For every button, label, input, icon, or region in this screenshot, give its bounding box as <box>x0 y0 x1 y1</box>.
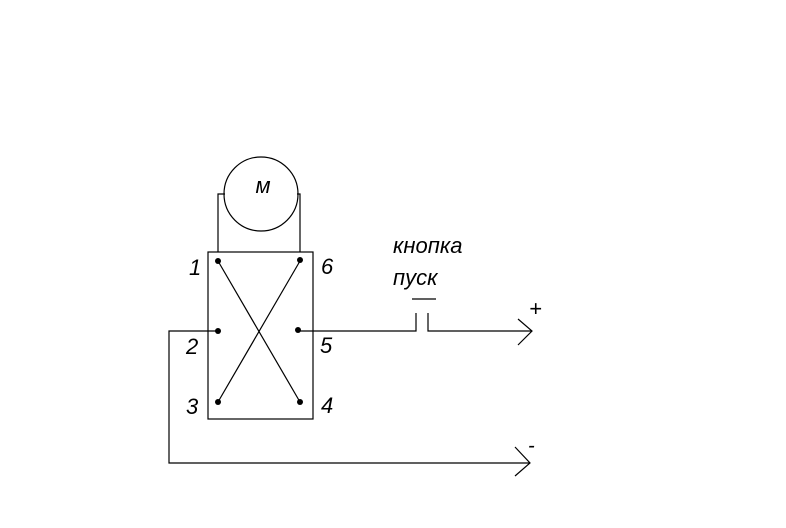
motor: м <box>223 156 299 232</box>
terminal-6-dot <box>297 257 303 263</box>
positive-wire-right <box>427 313 532 332</box>
terminal-5-dot <box>295 327 301 333</box>
negative-arrow <box>514 446 531 477</box>
negative-label: - <box>528 435 535 457</box>
terminal-2-label: 2 <box>185 334 198 359</box>
motor-label: м <box>255 173 270 198</box>
cross-wire-6-3 <box>217 260 301 403</box>
terminal-3-dot <box>215 399 221 405</box>
terminal-4-dot <box>297 399 303 405</box>
terminal-1-label: 1 <box>189 255 201 280</box>
button-label-line2: пуск <box>393 265 439 290</box>
positive-arrow <box>517 318 533 346</box>
terminal-3-label: 3 <box>186 394 199 419</box>
terminal-1-dot <box>215 258 221 264</box>
terminal-5-label: 5 <box>320 333 333 358</box>
terminal-4-label: 4 <box>321 393 333 418</box>
positive-wire-left <box>298 313 417 332</box>
motor-lead-left <box>217 193 225 252</box>
motor-lead-right <box>297 193 301 252</box>
terminal-6-label: 6 <box>321 254 334 279</box>
positive-label: + <box>529 296 542 321</box>
negative-wire <box>168 330 530 464</box>
button-label-line1: кнопка <box>393 233 462 258</box>
reversing-switch <box>207 251 314 420</box>
